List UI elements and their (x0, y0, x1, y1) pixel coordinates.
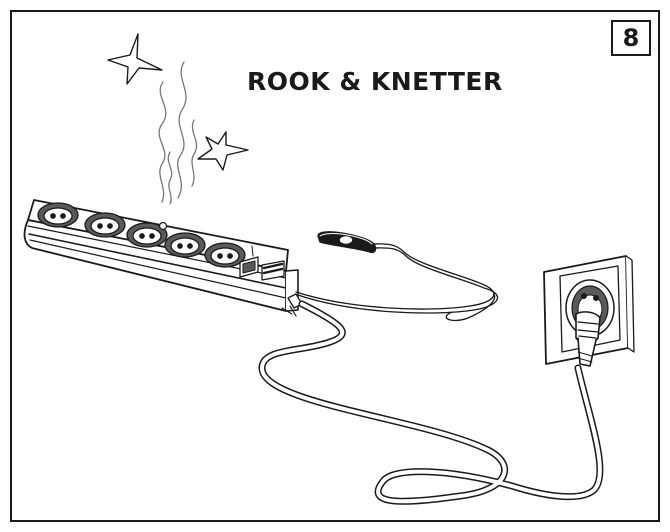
switch-cable (295, 243, 499, 322)
power-strip-icon (23, 199, 303, 317)
smoke-icon (158, 61, 198, 205)
power-cable (258, 300, 604, 505)
star-icon (107, 33, 163, 85)
figure-title: ROOK & KNETTER (247, 67, 503, 96)
foot-switch-icon (317, 231, 377, 254)
figure-frame: 8 ROOK & KNETTER (10, 10, 660, 522)
wall-socket-icon (543, 255, 635, 365)
step-number-badge: 8 (611, 20, 651, 56)
step-number: 8 (622, 24, 640, 52)
star-icon (197, 131, 249, 171)
illustration (23, 33, 635, 505)
plug-icon (575, 311, 601, 367)
